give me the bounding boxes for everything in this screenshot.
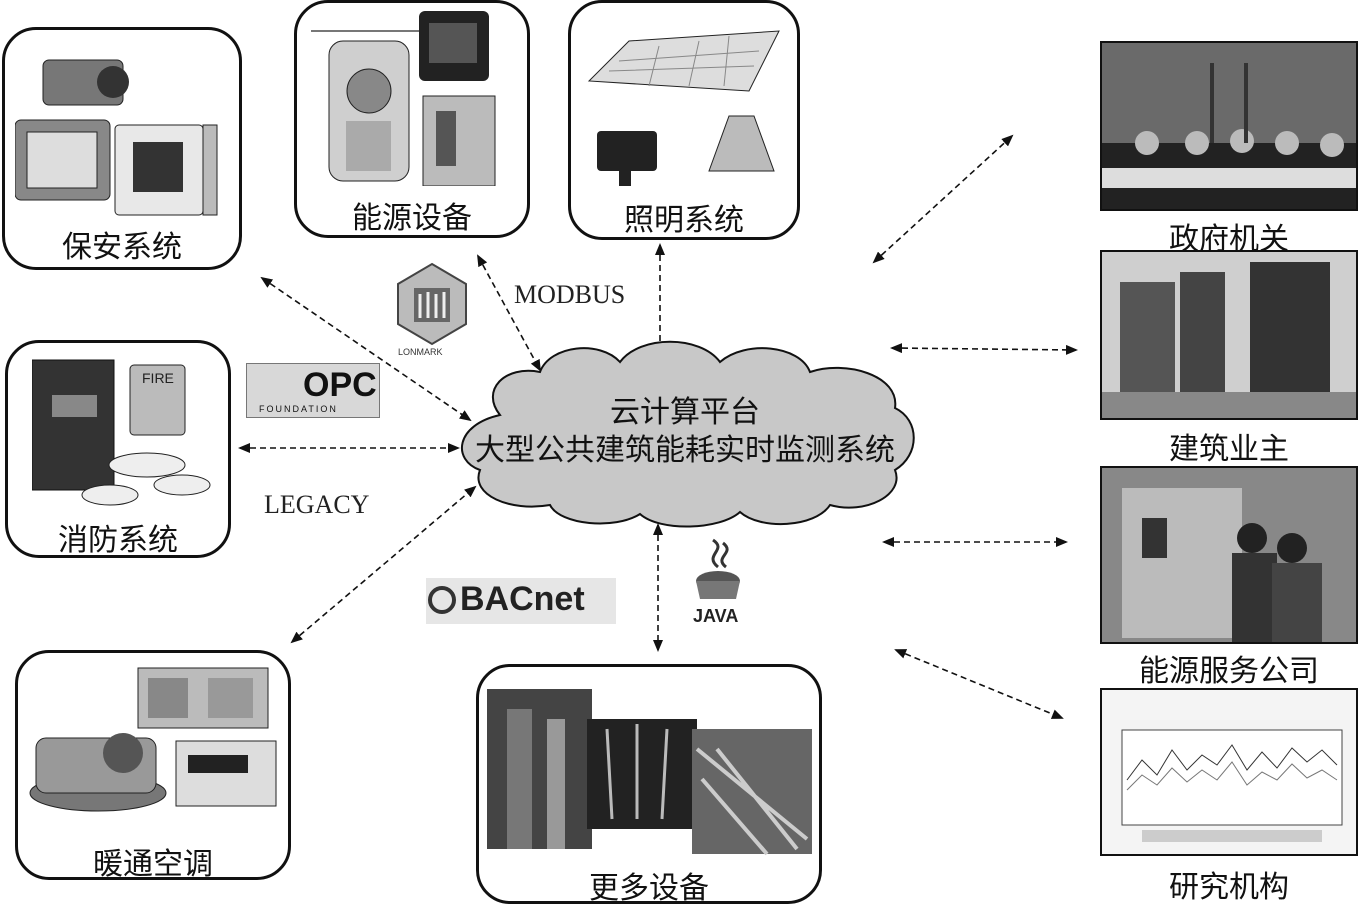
lighting-system-box: 照明系统 xyxy=(568,0,800,240)
arrow-security xyxy=(260,276,472,422)
hvac-system-box: 暖通空调 xyxy=(15,650,291,882)
government-photo-image xyxy=(1102,43,1356,209)
security-equipment-image xyxy=(15,59,218,216)
fire-system-box: FIRE 消防系统 xyxy=(5,340,231,558)
energy-equipment-label: 能源设备 xyxy=(352,201,472,236)
legacy-label: LEGACY xyxy=(264,490,370,519)
security-system-box: 保安系统 xyxy=(2,27,242,270)
cloud-subtitle: 大型公共建筑能耗实时监测系统 xyxy=(475,433,895,468)
cloud-label: 云计算平台 大型公共建筑能耗实时监测系统 xyxy=(470,394,900,470)
hvac-equipment-image xyxy=(29,667,277,812)
arrow-energy xyxy=(477,254,541,372)
fire-equipment-image: FIRE xyxy=(32,359,211,506)
research-photo xyxy=(1100,688,1358,856)
bacnet-logo-text: BACnet xyxy=(460,580,585,618)
more-devices-box: 更多设备 xyxy=(476,664,822,906)
java-logo-icon xyxy=(696,538,740,599)
hvac-system-label: 暖通空调 xyxy=(93,847,213,882)
research-label: 研究机构 xyxy=(1169,870,1289,905)
energy-equipment-box: 能源设备 xyxy=(294,0,530,238)
bacnet-logo-symbol xyxy=(428,586,456,614)
lighting-system-label: 照明系统 xyxy=(624,203,744,238)
more-devices-image xyxy=(487,689,812,856)
svg-text:FIRE: FIRE xyxy=(142,370,174,386)
java-logo-text: JAVA xyxy=(693,606,739,626)
government-photo xyxy=(1100,41,1358,211)
lonmark-logo xyxy=(397,262,467,346)
esco-label: 能源服务公司 xyxy=(1139,654,1319,689)
owner-photo xyxy=(1100,250,1358,420)
lonmark-text: LONMARK xyxy=(398,347,443,357)
esco-photo-image xyxy=(1102,468,1356,642)
energy-equipment-image xyxy=(311,11,496,186)
bacnet-logo: BACnet xyxy=(426,578,616,624)
owner-label: 建筑业主 xyxy=(1169,432,1289,467)
arrow-owner xyxy=(890,343,1078,355)
fire-system-label: 消防系统 xyxy=(58,523,178,558)
modbus-label: MODBUS xyxy=(514,280,626,309)
more-devices-label: 更多设备 xyxy=(589,871,709,906)
opc-logo-subtext: FOUNDATION xyxy=(259,404,338,414)
cloud-title: 云计算平台 xyxy=(610,395,760,430)
arrow-government xyxy=(872,134,1014,264)
lighting-equipment-image xyxy=(587,30,780,186)
opc-logo: OPC FOUNDATION xyxy=(246,363,380,418)
owner-photo-image xyxy=(1102,252,1356,418)
opc-logo-text: OPC xyxy=(303,366,377,404)
research-chart-image xyxy=(1121,729,1343,842)
security-system-label: 保安系统 xyxy=(62,230,182,265)
esco-photo xyxy=(1100,466,1358,644)
